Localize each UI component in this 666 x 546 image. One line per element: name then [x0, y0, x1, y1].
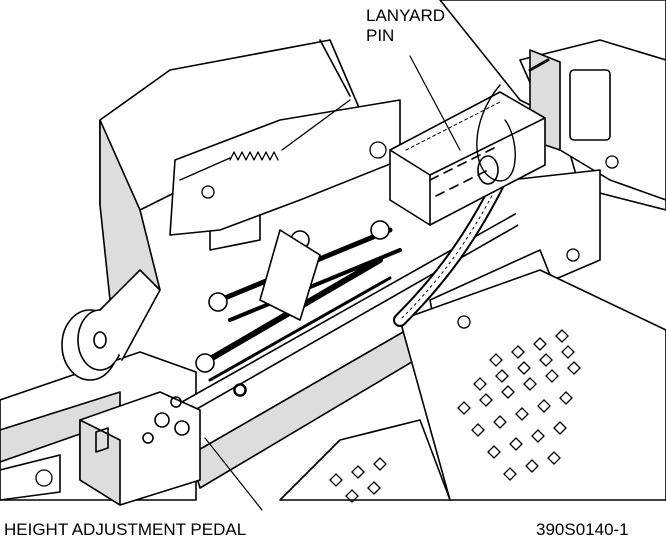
height-adjustment-pedal: [79, 391, 201, 506]
height-adjustment-pedal-label: HEIGHT ADJUSTMENT PEDAL: [4, 520, 247, 539]
linkage-rods: [195, 220, 402, 397]
figure-id-label: 390S0140-1: [536, 520, 629, 539]
caster-wheel: [61, 269, 161, 381]
leader-lines: [204, 55, 461, 511]
hydraulic-hose: [393, 173, 507, 327]
hardware-bolts: [35, 141, 619, 487]
lanyard-pin-label-line1: LANYARD: [366, 6, 446, 25]
chassis-frame: [0, 0, 666, 501]
tension-spring: [179, 99, 351, 181]
pedal-leader: [204, 437, 263, 511]
lanyard-pin: [476, 58, 550, 185]
floor-perforations: [329, 329, 581, 503]
height-scale-block: [389, 91, 546, 226]
seat-shroud: [99, 39, 401, 301]
lanyard-pin-label-line2: PIN: [366, 26, 395, 45]
lanyard-pin-label: LANYARD PIN: [366, 6, 445, 46]
lanyard-pin-leader: [409, 55, 461, 151]
